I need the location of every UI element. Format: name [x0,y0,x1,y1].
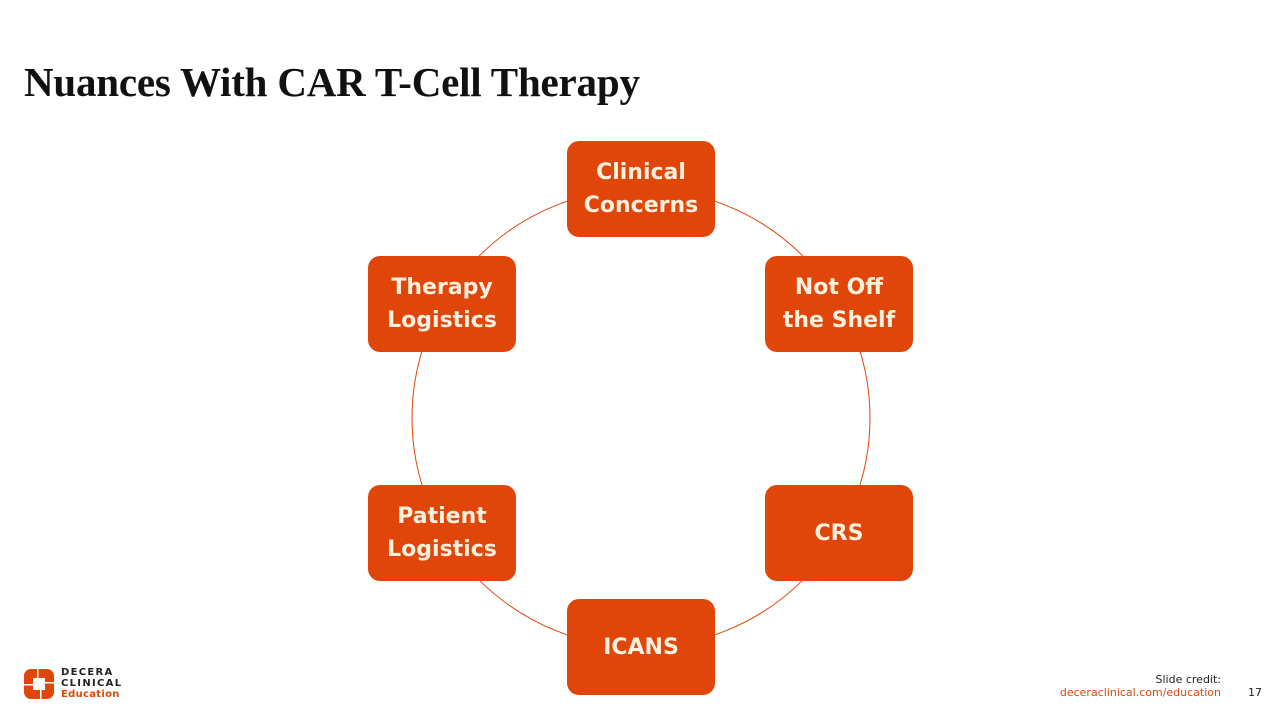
node-label-line: Not Off [794,275,884,300]
credit-label: Slide credit: [1155,673,1222,686]
node-label-line: Clinical [596,160,686,185]
logo-mark-icon [24,668,54,699]
node-label-line: Logistics [387,308,497,333]
node-label-line: ICANS [603,634,679,660]
node-label-line: the Shelf [782,308,896,333]
node-label-line: Concerns [583,193,699,218]
node-crs: CRS [765,485,913,581]
node-label-line: Therapy [391,275,493,300]
node-icans: ICANS [567,599,715,695]
decera-clinical-logo: DECERA CLINICAL Education [24,667,122,700]
slide-credit: Slide credit: deceraclinical.com/educati… [1060,673,1221,699]
logo-line-education: Education [61,689,120,700]
page-number: 17 [1248,686,1262,699]
logo-line-clinical: CLINICAL [61,678,123,689]
credit-url-link[interactable]: deceraclinical.com/education [1059,686,1221,699]
node-label-line: CRS [814,520,864,546]
node-label-line: Patient [397,504,487,529]
logo-line-decera: DECERA [61,667,114,678]
node-label-line: Logistics [387,537,497,562]
slide-title: Nuances With CAR T-Cell Therapy [24,59,640,105]
node-not-off-the-shelf: Not Off the Shelf [765,256,913,352]
